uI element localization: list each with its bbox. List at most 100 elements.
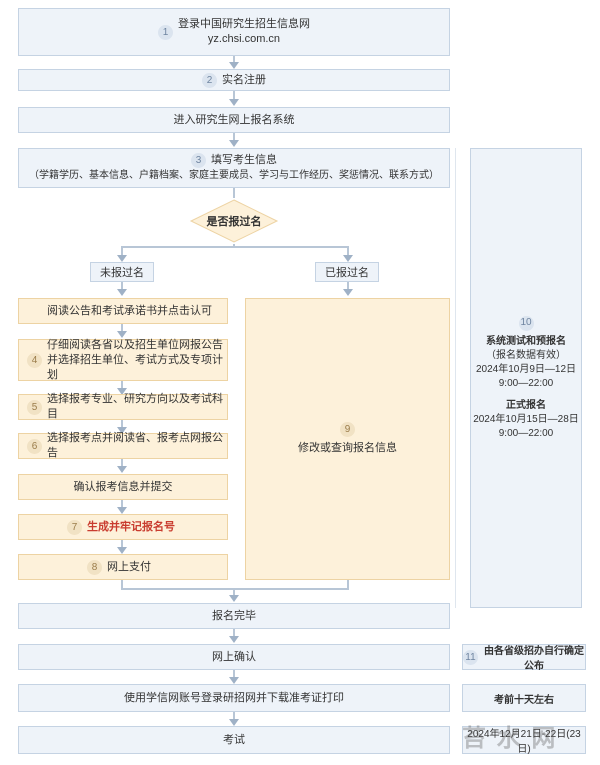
connector: [233, 588, 235, 596]
branch-line: [121, 246, 349, 248]
connector: [233, 91, 235, 100]
connector: [347, 580, 349, 589]
arrow-down-icon: [229, 636, 239, 643]
arrow-down-icon: [117, 388, 127, 395]
arrow-down-icon: [117, 331, 127, 338]
branch-not-registered-label: 未报过名: [100, 267, 144, 279]
step-choose-unit: 4 仔细阅读各省以及招生单位网报公告 并选择招生单位、考试方式及专项计划: [18, 339, 228, 381]
connector: [233, 56, 235, 64]
branch-registered: 已报过名: [315, 262, 379, 282]
connector: [347, 246, 349, 257]
test-registration-time: 9:00—22:00: [498, 377, 554, 389]
step-exam-label: 考试: [223, 733, 245, 746]
connector: [121, 246, 123, 257]
step-choose-major-label: 选择报考专业、研究方向以及考试科目: [47, 393, 223, 420]
step-login-title: 登录中国研究生招生信息网: [178, 18, 310, 30]
step-read-announcement: 阅读公告和考试承诺书并点击认可: [18, 298, 228, 324]
step-number: 2: [202, 72, 217, 88]
step-generate-number: 7 生成并牢记报名号: [18, 514, 228, 540]
decision-diamond: 是否报过名: [189, 199, 279, 243]
step-confirm-submit: 确认报考信息并提交: [18, 474, 228, 500]
step-confirm-submit-label: 确认报考信息并提交: [73, 480, 173, 493]
connector: [121, 420, 123, 428]
step-number: 8: [87, 559, 102, 575]
arrow-down-icon: [117, 547, 127, 554]
step-online-payment-label: 网上支付: [107, 560, 151, 573]
arrow-down-icon: [229, 62, 239, 69]
step-number: 4: [27, 352, 42, 368]
step-number: 5: [27, 399, 42, 415]
merge-line: [121, 588, 349, 590]
step-login: 1 登录中国研究生招生信息网 yz.chsi.com.cn: [18, 8, 450, 56]
step-choose-unit-line2: 并选择招生单位、考试方式及专项计划: [47, 353, 223, 381]
step-generate-number-label: 生成并牢记报名号: [87, 520, 175, 533]
arrow-down-icon: [343, 289, 353, 296]
test-registration-date: 2024年10月9日—12日: [475, 363, 577, 375]
step-login-url: yz.chsi.com.cn: [207, 33, 281, 45]
step-choose-major: 5 选择报考专业、研究方向以及考试科目: [18, 393, 228, 420]
step-modify-query: 9 修改或查询报名信息: [245, 298, 450, 580]
arrow-down-icon: [117, 427, 127, 434]
step-done: 报名完毕: [18, 603, 450, 629]
step-number: 7: [67, 519, 82, 535]
step-choose-unit-line1: 仔细阅读各省以及招生单位网报公告: [47, 338, 223, 351]
step-online-confirm: 网上确认: [18, 644, 450, 670]
step-number: 1: [158, 24, 173, 40]
step-number: 11: [463, 649, 478, 665]
connector: [121, 282, 123, 290]
step-choose-exam-site: 6 选择报考点并阅读省、报考点网报公告: [18, 432, 228, 459]
arrow-down-icon: [229, 719, 239, 726]
step-register: 2 实名注册: [18, 69, 450, 91]
side-divider: [455, 148, 456, 608]
arrow-down-icon: [117, 255, 127, 262]
connector: [121, 540, 123, 548]
test-registration-note: （报名数据有效）: [486, 349, 566, 361]
connector: [233, 133, 235, 141]
branch-not-registered: 未报过名: [90, 262, 154, 282]
formal-registration-title: 正式报名: [506, 399, 546, 411]
test-registration-title: 系统测试和预报名: [486, 335, 566, 347]
connector: [233, 244, 235, 247]
step-enter-system: 进入研究生网上报名系统: [18, 107, 450, 133]
step-online-payment: 8 网上支付: [18, 554, 228, 580]
step-number: 3: [191, 153, 206, 168]
connector: [121, 324, 123, 332]
arrow-down-icon: [229, 595, 239, 602]
step-fill-info: 3 填写考生信息 （学籍学历、基本信息、户籍档案、家庭主要成员、学习与工作经历、…: [18, 148, 450, 188]
connector: [121, 500, 123, 508]
step-read-announcement-label: 阅读公告和考试承诺书并点击认可: [47, 304, 212, 317]
print-note-text: 考前十天左右: [494, 694, 554, 706]
step-online-confirm-label: 网上确认: [212, 650, 256, 663]
connector: [233, 670, 235, 678]
connector: [233, 629, 235, 637]
step-register-label: 实名注册: [222, 73, 266, 86]
registration-period-panel: 10 系统测试和预报名 （报名数据有效） 2024年10月9日—12日 9:00…: [470, 148, 582, 608]
connector: [347, 282, 349, 290]
arrow-down-icon: [343, 255, 353, 262]
arrow-down-icon: [117, 507, 127, 514]
branch-registered-label: 已报过名: [325, 267, 369, 279]
arrow-down-icon: [229, 140, 239, 147]
connector: [121, 459, 123, 467]
confirm-note-box: 11 由各省级招办自行确定公布: [462, 644, 586, 672]
formal-registration-time: 9:00—22:00: [498, 427, 554, 439]
step-print-ticket-label: 使用学信网账号登录研招网并下载准考证打印: [124, 691, 344, 704]
step-number: 6: [27, 438, 42, 454]
confirm-note-text: 由各省级招办自行确定公布: [484, 646, 584, 672]
step-fill-info-title: 填写考生信息: [211, 154, 277, 166]
step-exam: 考试: [18, 726, 450, 754]
formal-registration-date: 2024年10月15日—28日: [473, 413, 579, 425]
step-fill-info-detail: （学籍学历、基本信息、户籍档案、家庭主要成员、学习与工作经历、奖惩情况、联系方式…: [29, 170, 439, 181]
exam-date-box: 2024年12月21日-22日(23日): [462, 726, 586, 755]
arrow-down-icon: [117, 289, 127, 296]
print-note-box: 考前十天左右: [462, 684, 586, 712]
connector: [121, 580, 123, 589]
step-choose-exam-site-label: 选择报考点并阅读省、报考点网报公告: [47, 432, 223, 459]
exam-date-text: 2024年12月21日-22日(23日): [467, 729, 581, 755]
connector: [233, 188, 235, 198]
step-enter-system-label: 进入研究生网上报名系统: [173, 113, 295, 126]
step-modify-query-label: 修改或查询报名信息: [298, 442, 397, 454]
arrow-down-icon: [229, 99, 239, 106]
step-number: 10: [518, 315, 534, 331]
step-done-label: 报名完毕: [212, 609, 256, 622]
